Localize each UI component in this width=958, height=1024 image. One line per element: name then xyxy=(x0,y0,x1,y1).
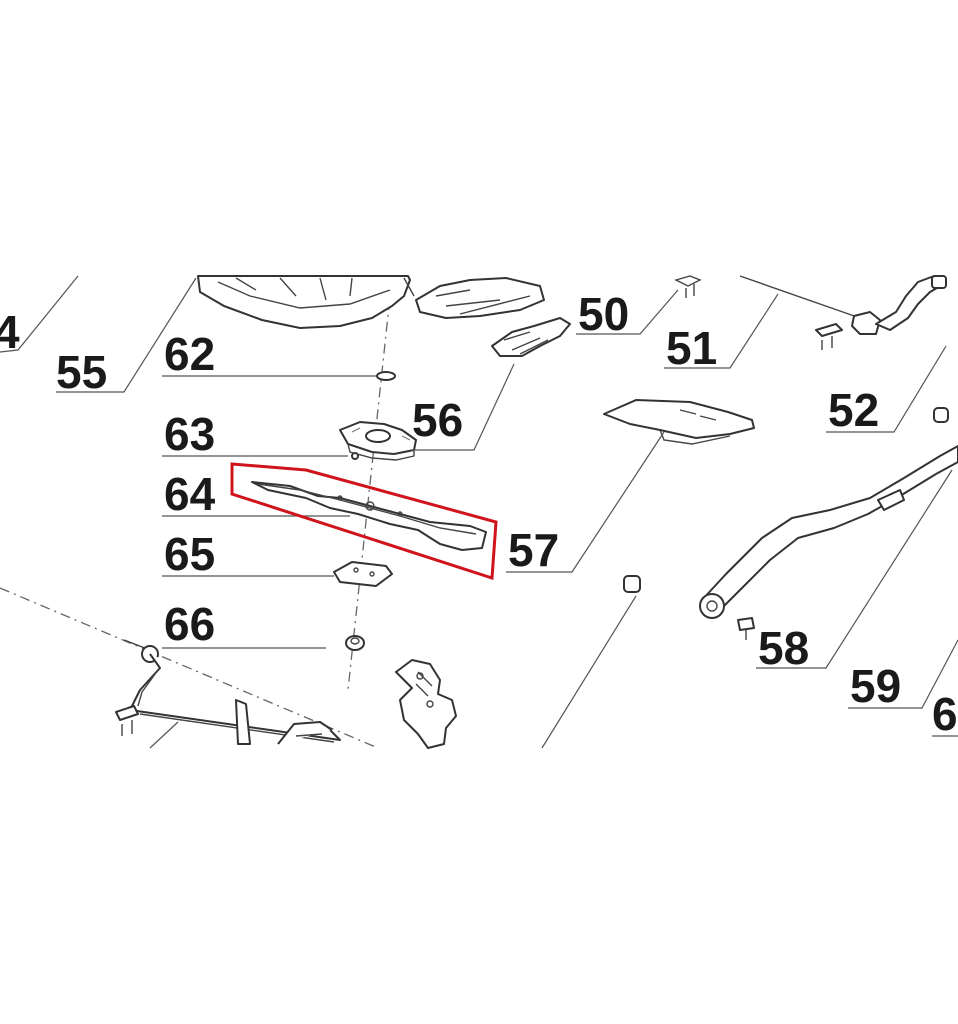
label-65: 65 xyxy=(164,528,215,580)
label-57: 57 xyxy=(508,524,559,576)
label-6x: 6 xyxy=(932,688,958,740)
blade-nut xyxy=(345,635,365,651)
bushing-52 xyxy=(933,407,949,423)
label-56: 56 xyxy=(412,394,463,446)
front-axle xyxy=(123,639,341,745)
leader-lines xyxy=(0,275,958,749)
axle-axis xyxy=(0,587,379,749)
bushing-lower xyxy=(623,575,641,593)
blade-adapter xyxy=(339,421,417,461)
blade-plate xyxy=(333,561,393,587)
pin-58 xyxy=(737,617,755,640)
height-lever xyxy=(699,445,958,619)
washer-62 xyxy=(376,371,396,381)
label-62: 62 xyxy=(164,328,215,380)
label-58: 58 xyxy=(758,622,809,674)
label-50: 50 xyxy=(578,288,629,340)
screws-50 xyxy=(674,275,702,298)
label-63: 63 xyxy=(164,408,215,460)
label-54: 4 xyxy=(0,306,20,358)
label-52: 52 xyxy=(828,384,879,436)
motor-housing xyxy=(197,275,545,329)
mower-blade xyxy=(251,481,487,551)
label-51: 51 xyxy=(666,322,717,374)
label-66: 66 xyxy=(164,598,215,650)
center-axis xyxy=(347,277,393,691)
clip-front xyxy=(115,705,139,736)
label-55: 55 xyxy=(56,346,107,398)
part-57-cover xyxy=(603,399,755,445)
clip-51 xyxy=(815,323,843,350)
rear-axle xyxy=(739,275,947,335)
height-bracket xyxy=(395,659,457,749)
part-56 xyxy=(491,317,571,357)
label-64: 64 xyxy=(164,468,216,520)
label-59: 59 xyxy=(850,660,901,712)
highlight-frame xyxy=(230,462,498,581)
